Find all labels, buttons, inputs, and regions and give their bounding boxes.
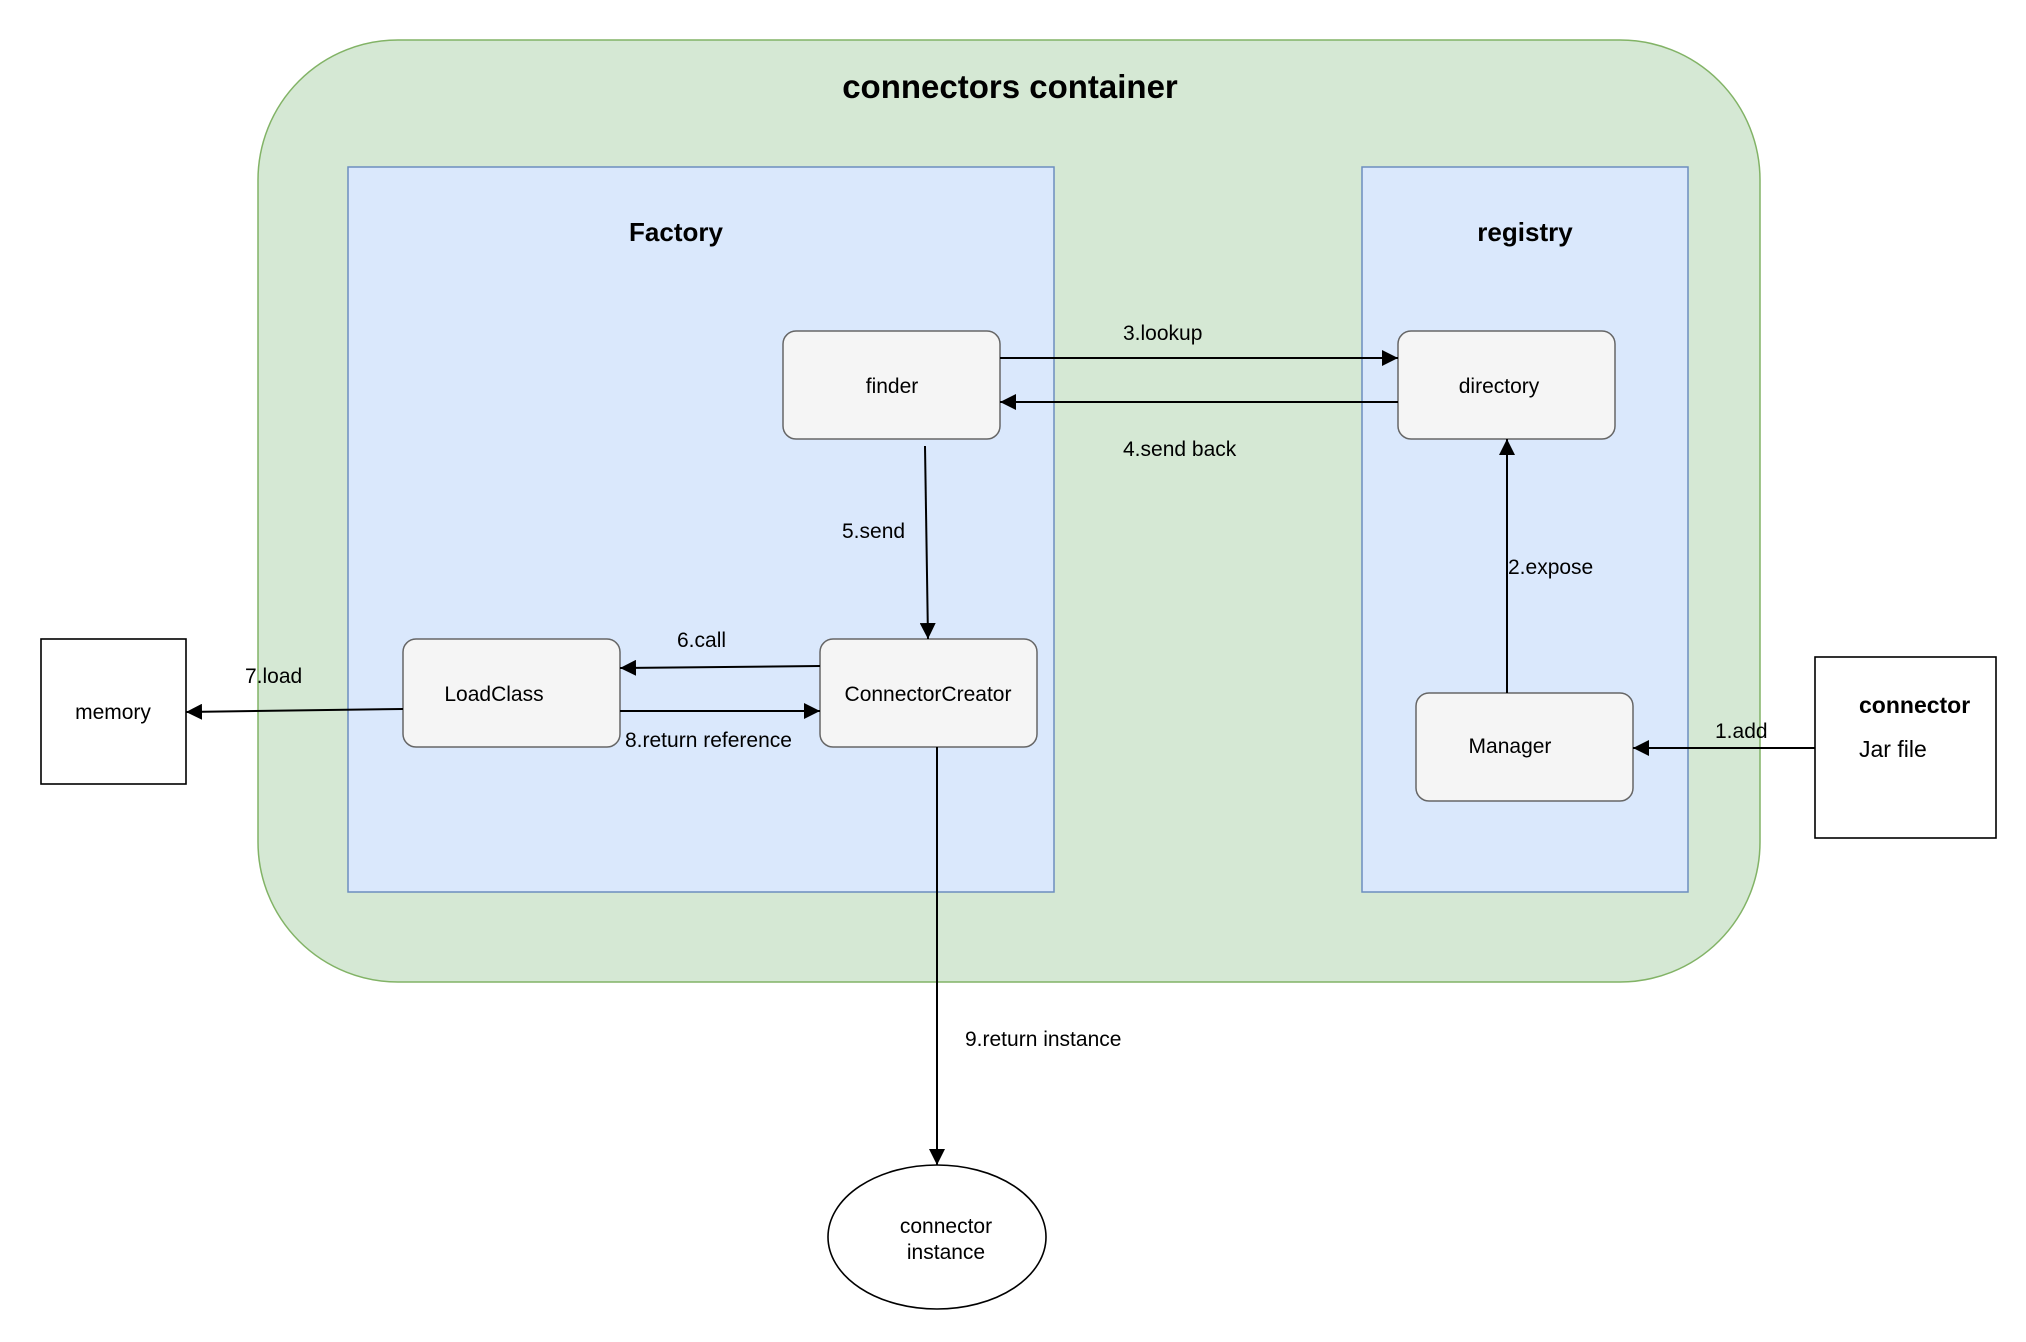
memory-label: memory xyxy=(75,701,151,724)
memory-node[interactable]: memory xyxy=(40,638,187,785)
edge-call xyxy=(619,659,821,676)
edge-label-add: 1.add xyxy=(1715,720,1768,743)
load-class-node[interactable]: LoadClass xyxy=(402,638,621,748)
factory-title: Factory xyxy=(629,217,723,247)
edge-load xyxy=(185,703,404,720)
directory-label: directory xyxy=(1459,375,1540,398)
registry-title: registry xyxy=(1477,217,1573,247)
connector-instance-line1: connector xyxy=(900,1215,992,1238)
connector-jar-node[interactable]: connector Jar file xyxy=(1814,656,1997,839)
edge-label-return-instance: 9.return instance xyxy=(965,1028,1121,1051)
connector-jar-subtitle: Jar file xyxy=(1859,736,1927,762)
finder-node[interactable]: finder xyxy=(782,330,1001,440)
edge-label-send: 5.send xyxy=(842,520,905,543)
directory-node[interactable]: directory xyxy=(1397,330,1616,440)
factory-group xyxy=(347,166,1055,893)
connector-instance-line2: instance xyxy=(907,1241,985,1264)
connector-creator-node[interactable]: ConnectorCreator xyxy=(819,638,1038,748)
connector-instance-node[interactable]: connector instance xyxy=(827,1164,1047,1310)
edge-label-load: 7.load xyxy=(245,665,302,688)
edge-label-expose: 2.expose xyxy=(1508,556,1593,579)
edge-label-return-reference: 8.return reference xyxy=(625,729,792,752)
manager-node[interactable]: Manager xyxy=(1415,692,1634,802)
edge-label-send-back: 4.send back xyxy=(1123,438,1237,461)
edge-send xyxy=(919,445,936,640)
manager-label: Manager xyxy=(1469,735,1552,758)
finder-label: finder xyxy=(866,375,919,398)
edge-label-lookup: 3.lookup xyxy=(1123,322,1202,345)
edge-label-call: 6.call xyxy=(677,629,726,652)
connector-creator-label: ConnectorCreator xyxy=(845,683,1012,706)
connector-jar-title: connector xyxy=(1859,692,1970,718)
load-class-label: LoadClass xyxy=(444,683,543,706)
container-title: connectors container xyxy=(842,68,1178,105)
